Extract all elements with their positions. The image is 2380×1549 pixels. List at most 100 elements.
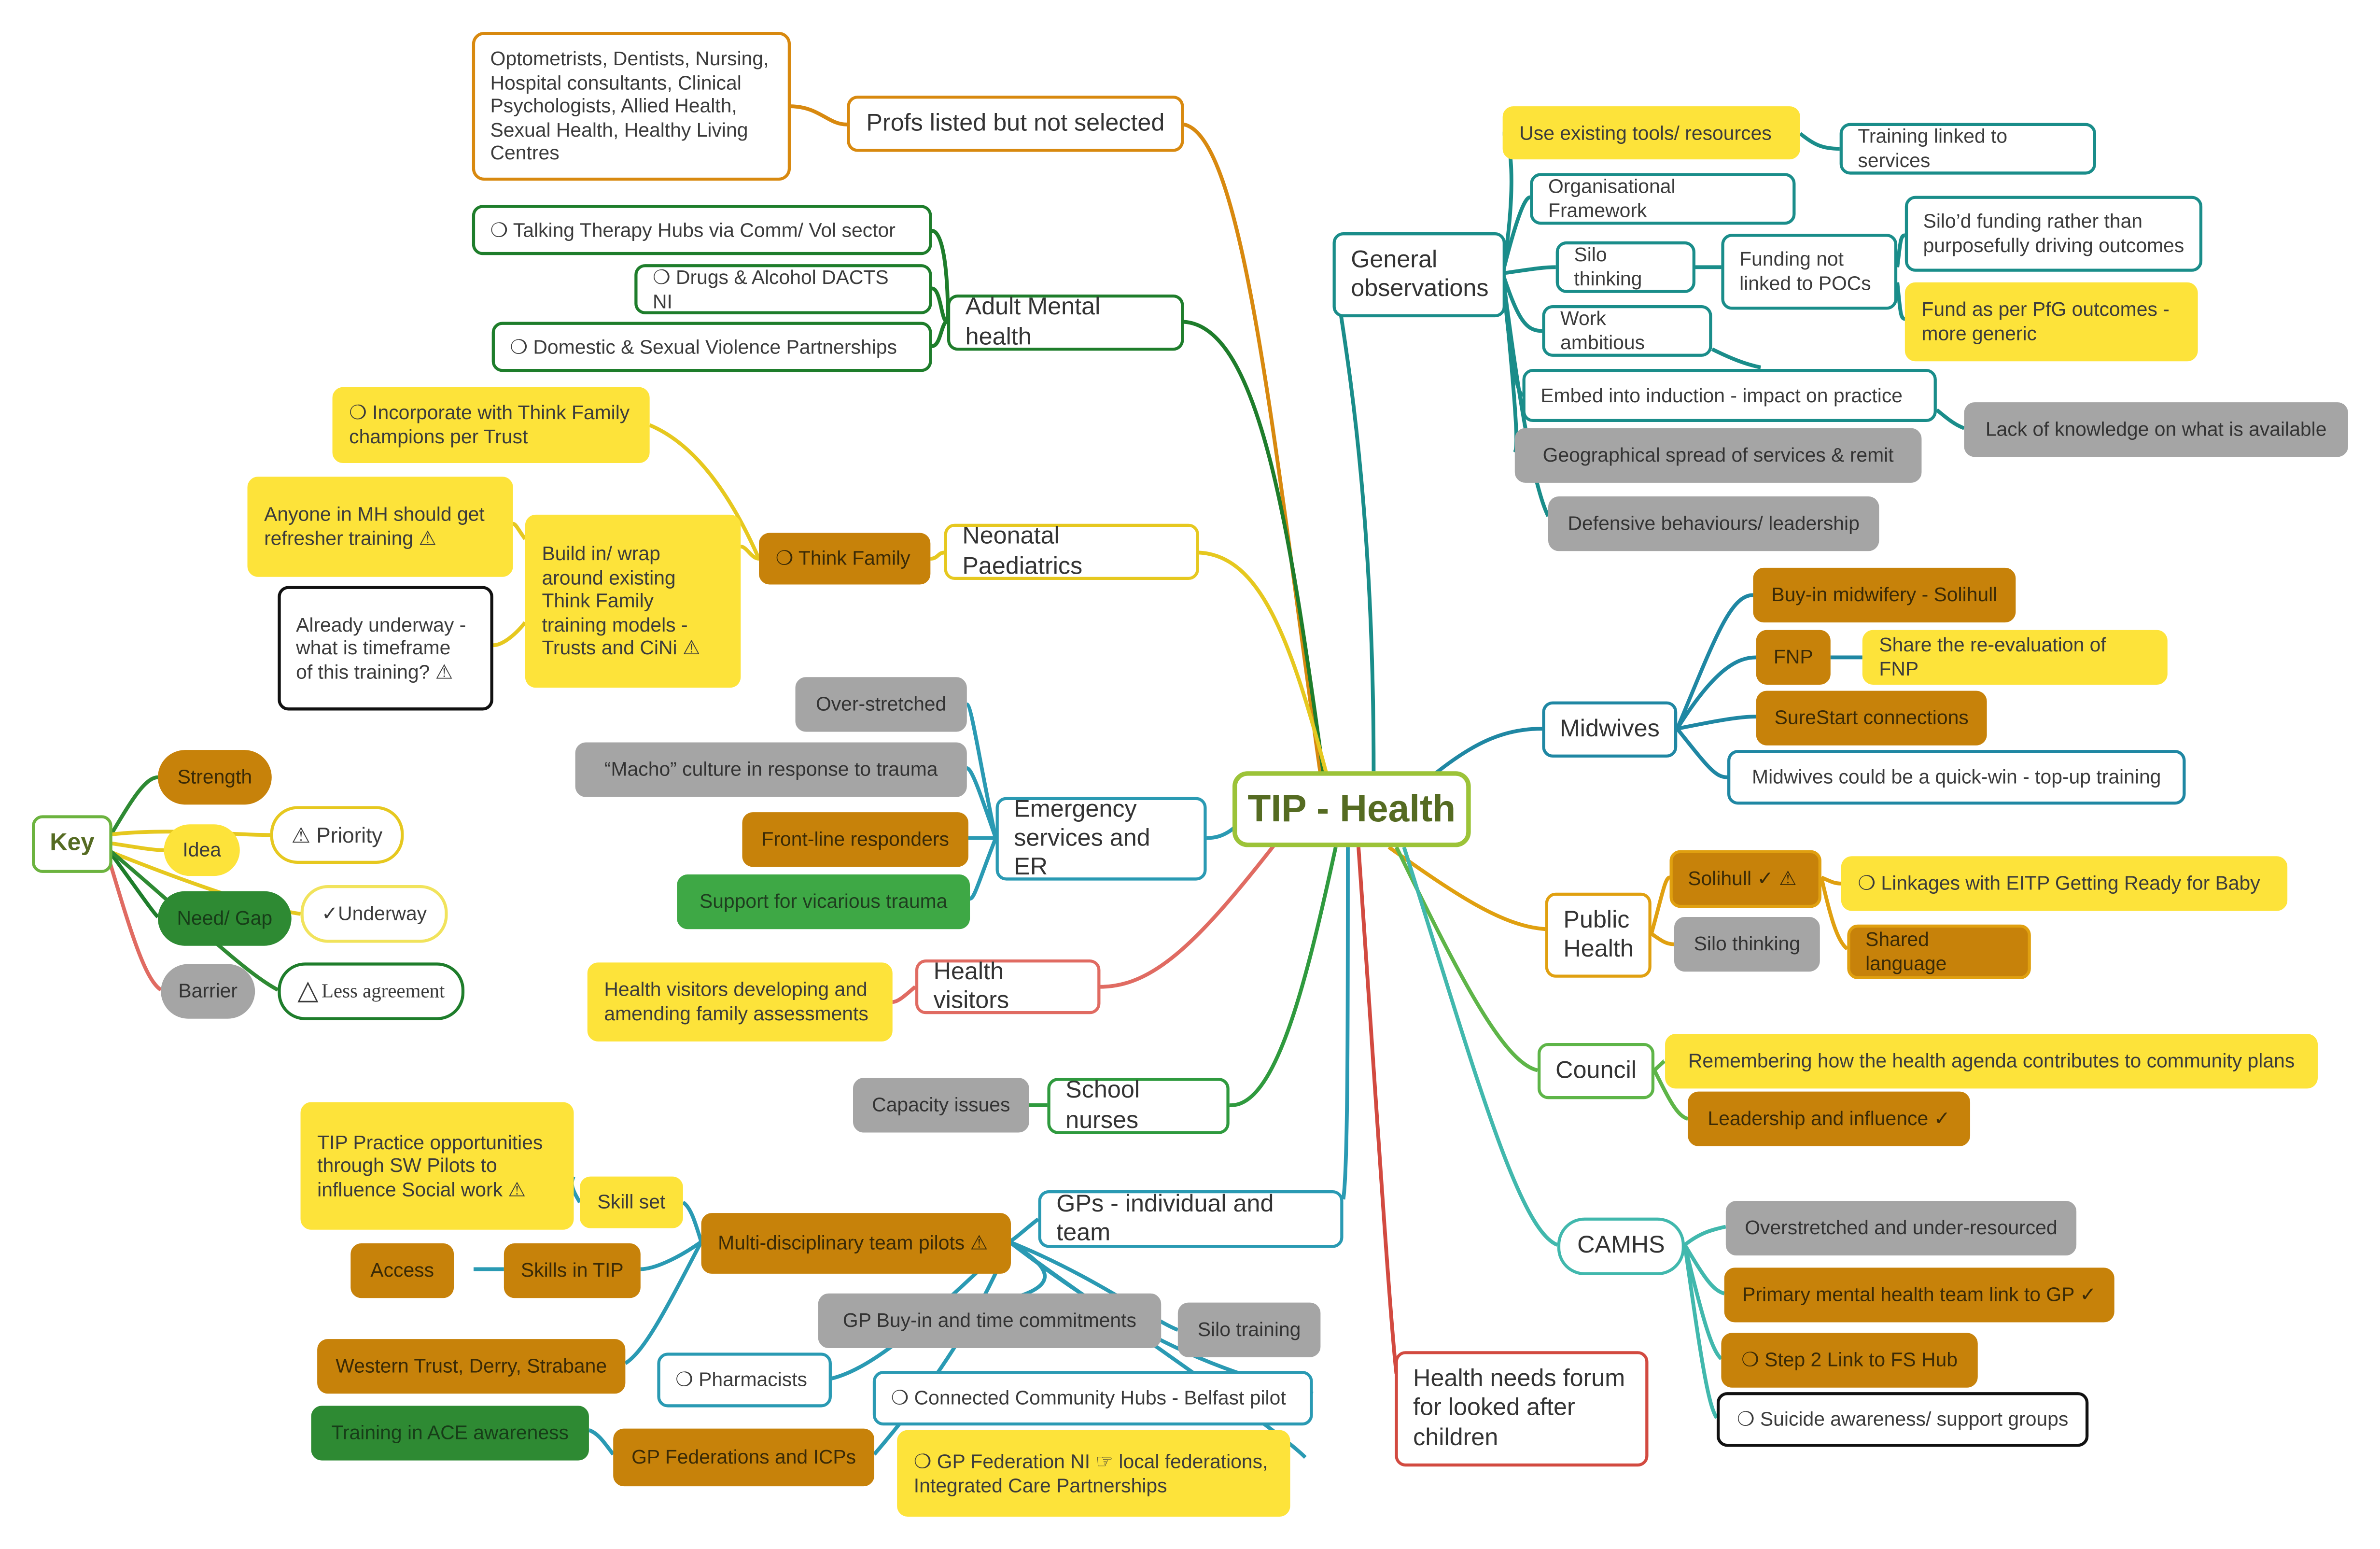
branch-school-nurses[interactable]: School nurses bbox=[1047, 1078, 1230, 1134]
gp-federations: GP Federations and ICPs bbox=[613, 1428, 875, 1487]
key-link-barrier bbox=[104, 849, 162, 992]
key-less-agreement-label: Less agreement bbox=[321, 979, 445, 1002]
branch-midwives[interactable]: Midwives bbox=[1542, 701, 1678, 758]
branch-line-neonatal bbox=[1199, 550, 1329, 775]
er-item: Front-line responders bbox=[742, 812, 968, 867]
link-work-embed bbox=[1711, 347, 1761, 369]
branch-health-needs-forum[interactable]: Health needs forum for looked after chil… bbox=[1395, 1351, 1649, 1467]
incorporate-think-family: ❍ Incorporate with Think Family champion… bbox=[332, 387, 650, 463]
link-camhs-step2 bbox=[1683, 1244, 1723, 1360]
key-link-strength bbox=[104, 775, 158, 844]
western-trust: Western Trust, Derry, Strabane bbox=[317, 1339, 626, 1394]
branch-line-midwives bbox=[1433, 727, 1542, 776]
already-underway: Already underway - what is timeframe of … bbox=[278, 586, 493, 711]
shared-language: Shared language bbox=[1847, 924, 2031, 979]
link-mw-surestart bbox=[1677, 715, 1756, 731]
share-fnp: Share the re-evaluation of FNP bbox=[1862, 630, 2168, 685]
branch-public-health[interactable]: Public Health bbox=[1545, 892, 1652, 978]
link-gp-mdt bbox=[1008, 1217, 1039, 1244]
branch-camhs[interactable]: CAMHS bbox=[1557, 1217, 1685, 1276]
build-in-think-family: Build in/ wrap around existing Think Fam… bbox=[525, 514, 741, 688]
link-mw-quickwin bbox=[1676, 727, 1728, 779]
triangle-icon: △ bbox=[297, 975, 319, 1006]
link-ph-solihull bbox=[1649, 875, 1670, 934]
branch-general-observations[interactable]: General observations bbox=[1332, 232, 1506, 318]
branch-council[interactable]: Council bbox=[1537, 1042, 1655, 1099]
link-ph-silo bbox=[1650, 932, 1675, 946]
key-link-idea bbox=[106, 841, 164, 852]
camhs-primary: Primary mental health team link to GP ✓ bbox=[1724, 1267, 2114, 1323]
branch-line-profs bbox=[1183, 122, 1323, 775]
key-priority: ⚠ Priority bbox=[270, 806, 404, 864]
branch-adult-mental-health[interactable]: Adult Mental health bbox=[947, 294, 1184, 351]
adult-mh-item: ❍ Talking Therapy Hubs via Comm/ Vol sec… bbox=[472, 205, 932, 255]
key-less-agreement: △Less agreement bbox=[278, 962, 465, 1020]
link-er-over bbox=[966, 702, 998, 839]
link-profs-detail bbox=[789, 104, 847, 127]
silo-training: Silo training bbox=[1177, 1302, 1321, 1357]
branch-profs[interactable]: Profs listed but not selected bbox=[847, 96, 1184, 152]
council-remembering: Remembering how the health agenda contri… bbox=[1665, 1034, 2318, 1089]
er-item: Over-stretched bbox=[795, 677, 967, 732]
link-camhs-primary bbox=[1683, 1244, 1725, 1296]
link-mh-dsv bbox=[931, 320, 948, 348]
link-embed-lack bbox=[1935, 408, 1965, 430]
er-item: “Macho” culture in response to trauma bbox=[575, 742, 967, 797]
anyone-mh-refresher: Anyone in MH should get refresher traini… bbox=[247, 477, 513, 577]
camhs-overstretched: Overstretched and under-resourced bbox=[1725, 1200, 2077, 1256]
geo-spread: Geographical spread of services & remit bbox=[1514, 428, 1922, 483]
quick-win: Midwives could be a quick-win - top-up t… bbox=[1727, 750, 2186, 805]
link-neo-think bbox=[930, 550, 945, 561]
work-ambitious: Work ambitious bbox=[1542, 305, 1712, 357]
link-think-incorporate bbox=[649, 423, 761, 560]
link-build-underway bbox=[493, 621, 527, 648]
branch-line-gps bbox=[1341, 847, 1350, 1200]
branch-line-adult-mh bbox=[1184, 320, 1326, 775]
profs-detail: Optometrists, Dentists, Nursing, Hospita… bbox=[472, 32, 791, 181]
funding-not-linked: Funding not linked to POCs bbox=[1721, 234, 1898, 310]
link-council-remember bbox=[1653, 1057, 1667, 1072]
embed-induction: Embed into induction - impact on practic… bbox=[1522, 369, 1937, 422]
org-framework: Organisational Framework bbox=[1530, 173, 1796, 225]
branch-health-visitors[interactable]: Health visitors bbox=[915, 959, 1101, 1014]
link-sol-shared bbox=[1820, 877, 1848, 951]
key-barrier: Barrier bbox=[161, 964, 255, 1019]
key-strength: Strength bbox=[157, 750, 272, 805]
silo-thinking: Silo thinking bbox=[1555, 241, 1695, 293]
branch-emergency-services[interactable]: Emergency services and ER bbox=[995, 797, 1207, 881]
branch-line-health-visitors bbox=[1100, 843, 1277, 989]
buy-in-midwifery: Buy-in midwifery - Solihull bbox=[1753, 567, 2016, 623]
branch-line-camhs bbox=[1402, 846, 1558, 1247]
pharmacists: ❍ Pharmacists bbox=[657, 1352, 832, 1408]
link-mh-drugs bbox=[931, 286, 948, 324]
surestart: SureStart connections bbox=[1756, 690, 1987, 746]
central-topic[interactable]: TIP - Health bbox=[1232, 771, 1471, 847]
link-camhs-over bbox=[1683, 1225, 1726, 1247]
branch-line-council bbox=[1395, 846, 1538, 1072]
link-mw-buyin bbox=[1675, 593, 1753, 730]
gp-federation-ni: ❍ GP Federation NI ☞ local federations, … bbox=[897, 1430, 1290, 1517]
key-idea: Idea bbox=[164, 824, 240, 876]
solihull: Solihull ✓ ⚠ bbox=[1669, 850, 1821, 908]
link-fed-ace bbox=[588, 1428, 615, 1456]
branch-neonatal-paediatrics[interactable]: Neonatal Paediatrics bbox=[944, 523, 1199, 580]
training-linked: Training linked to services bbox=[1839, 123, 2097, 175]
key-underway: ✓Underway bbox=[300, 885, 448, 943]
link-build-anyone bbox=[512, 521, 527, 540]
skills-in-tip: Skills in TIP bbox=[504, 1243, 641, 1298]
defensive-behaviours: Defensive behaviours/ leadership bbox=[1548, 496, 1879, 551]
use-existing-tools: Use existing tools/ resources bbox=[1502, 106, 1800, 160]
link-gen-silo bbox=[1502, 265, 1556, 275]
camhs-step2: ❍ Step 2 Link to FS Hub bbox=[1721, 1333, 1978, 1388]
adult-mh-item: ❍ Domestic & Sexual Violence Partnership… bbox=[491, 322, 932, 372]
eitp-linkages: ❍ Linkages with EITP Getting Ready for B… bbox=[1841, 856, 2288, 911]
capacity-issues: Capacity issues bbox=[853, 1078, 1029, 1133]
link-mdt-western bbox=[624, 1241, 703, 1365]
ace-training: Training in ACE awareness bbox=[311, 1406, 589, 1461]
link-gen-org bbox=[1500, 195, 1531, 274]
branch-line-public-health bbox=[1387, 845, 1545, 931]
link-funding-silod bbox=[1895, 233, 1905, 268]
link-funding-pfg bbox=[1895, 282, 1905, 321]
branch-gps[interactable]: GPs - individual and team bbox=[1038, 1190, 1344, 1248]
link-camhs-suicide bbox=[1683, 1244, 1719, 1419]
